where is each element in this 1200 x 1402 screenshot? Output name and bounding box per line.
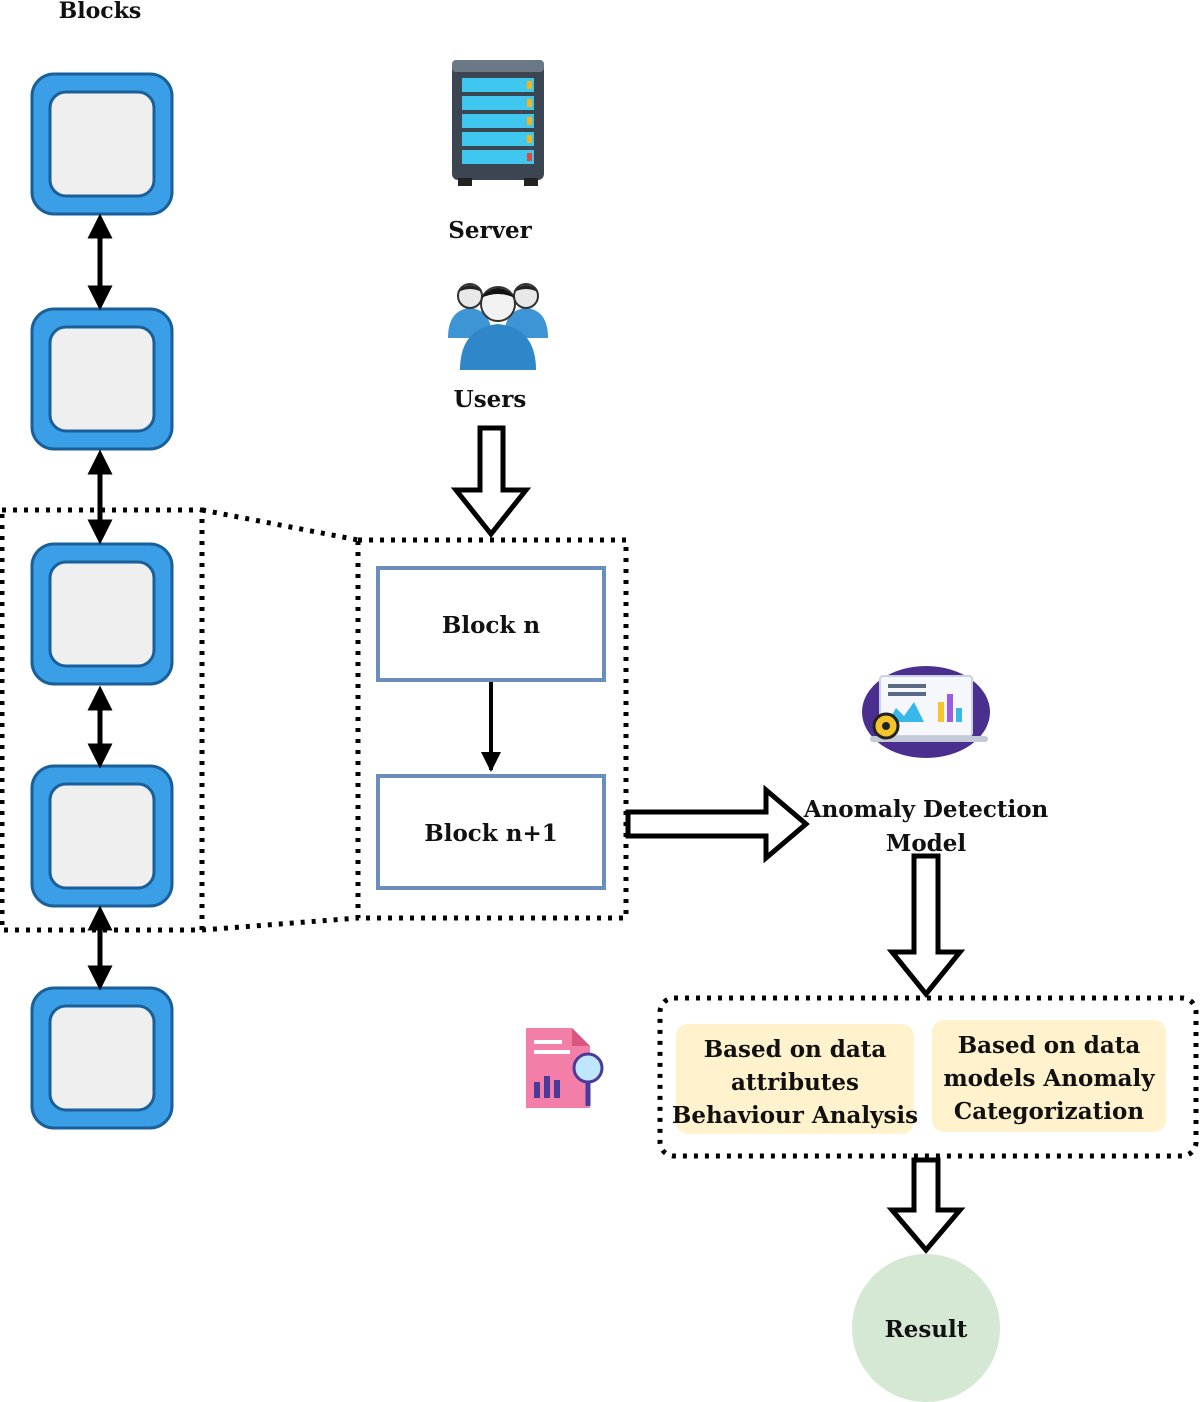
block-to-model-arrow (625, 784, 810, 864)
block-n1-box (376, 774, 606, 890)
users-icon (448, 283, 548, 370)
model-label-line2: Model (886, 830, 967, 857)
model-label-line1: Anomaly Detection (803, 796, 1049, 823)
result-label: Result (885, 1316, 968, 1343)
analysis-right-line2: models Anomaly (943, 1065, 1155, 1092)
analysis-box-models (932, 1020, 1166, 1132)
report-search-icon (526, 1028, 604, 1108)
model-to-analysis-arrow (886, 853, 966, 998)
analysis-box-attributes (676, 1024, 914, 1134)
chain-block-5 (30, 986, 174, 1130)
analysis-right-line1: Based on data (958, 1032, 1141, 1059)
zoom-region (355, 537, 629, 921)
block-n-label: Block n (442, 612, 540, 639)
zoom-line-bottom (201, 915, 359, 933)
analysis-left-line1: Based on data (704, 1036, 887, 1063)
block-n1-label: Block n+1 (424, 820, 557, 847)
result-node (852, 1254, 1000, 1402)
users-to-block-arrow (450, 425, 532, 539)
analytics-monitor-icon (862, 666, 990, 758)
zoom-line-top (201, 507, 359, 543)
chain-block-1 (30, 72, 174, 216)
selection-region (0, 507, 205, 933)
chain-block-4 (30, 764, 174, 908)
analysis-left-line2: attributes (731, 1069, 859, 1096)
chain-title: Blocks (59, 0, 142, 24)
analysis-left-line3: Behaviour Analysis (672, 1102, 918, 1129)
block-n-box (376, 566, 606, 682)
analysis-to-result-arrow (886, 1157, 966, 1254)
server-label: Server (448, 217, 532, 244)
chain-block-2 (30, 307, 174, 451)
analysis-right-line3: Categorization (954, 1098, 1144, 1125)
server-icon (452, 60, 544, 186)
analysis-container (657, 995, 1199, 1159)
users-label: Users (454, 386, 527, 413)
chain-block-3 (30, 542, 174, 686)
